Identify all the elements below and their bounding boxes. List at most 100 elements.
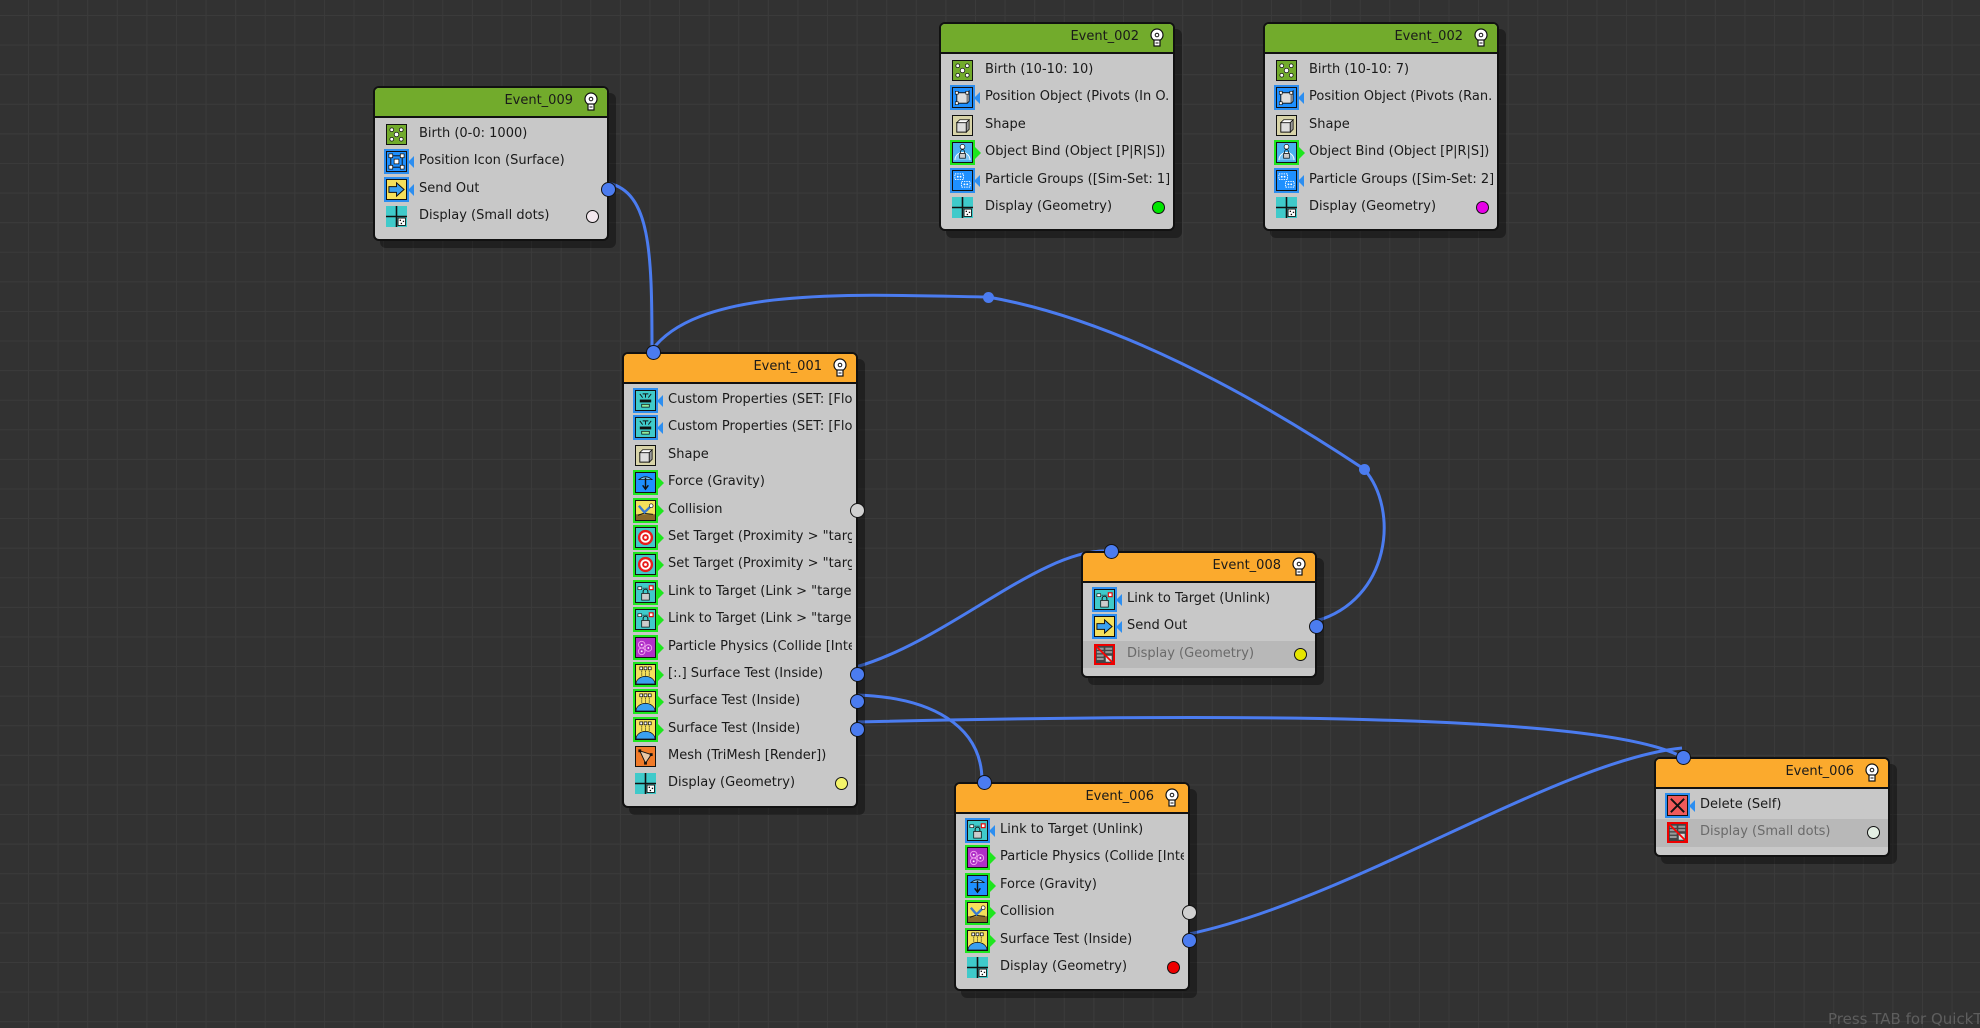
operator-row[interactable]: [:.] Surface Test (Inside) <box>624 661 865 688</box>
output-socket[interactable] <box>850 721 865 737</box>
wire-event009-to-event001[interactable] <box>607 181 654 351</box>
operator-label: Particle Groups ([Sim-Set: 1] ) <box>985 171 1169 187</box>
operator-row[interactable]: Send Out <box>1083 613 1324 640</box>
operator-row[interactable]: Send Out <box>375 176 616 203</box>
node-header[interactable]: Event_009 <box>375 88 607 118</box>
output-arrow-icon <box>658 614 664 627</box>
operator-row[interactable]: Shape <box>624 442 856 469</box>
operator-row[interactable]: Mesh (TriMesh [Render]) <box>624 743 856 770</box>
operator-row[interactable]: Link to Target (Link > "targe... <box>624 606 856 633</box>
operator-row[interactable]: Link to Target (Unlink) <box>956 817 1188 844</box>
wire-event001-to-event006b[interactable] <box>855 716 1683 759</box>
display-color-swatch[interactable] <box>835 777 848 791</box>
event-node-event-008[interactable]: Event_008 Link to Target (Unlink) Send O… <box>1081 544 1324 679</box>
lightbulb-icon[interactable] <box>1164 788 1180 808</box>
node-header[interactable]: Event_006 <box>956 784 1188 814</box>
operator-row[interactable]: Particle Physics (Collide [Inte... <box>624 634 856 661</box>
output-arrow-icon <box>658 696 664 709</box>
operator-row[interactable]: Display (Geometry) <box>941 194 1173 221</box>
operator-row[interactable]: Link to Target (Unlink) <box>1083 586 1315 613</box>
operator-label: Display (Geometry) <box>668 775 796 791</box>
wire-event001-to-event008[interactable] <box>855 549 1110 669</box>
operator-row[interactable]: Delete (Self) <box>1656 792 1888 819</box>
operator-row-disabled[interactable]: Display (Geometry) <box>1083 640 1315 669</box>
operator-row[interactable]: Particle Physics (Collide [Inte... <box>956 844 1188 871</box>
event-node-event-009[interactable]: Event_009 Birth (0-0: 1000) Position Ico… <box>373 86 616 241</box>
operator-row[interactable]: Object Bind (Object [P|R|S]) <box>1265 139 1497 166</box>
output-socket[interactable] <box>1182 932 1197 948</box>
operator-row[interactable]: Shape <box>1265 112 1497 139</box>
operator-row[interactable]: Particle Groups ([Sim-Set: 1] ) <box>941 167 1173 194</box>
shape-icon <box>952 114 973 136</box>
operator-label: Mesh (TriMesh [Render]) <box>668 748 827 764</box>
node-header[interactable]: Event_002 <box>1265 24 1497 54</box>
operator-row[interactable]: Set Target (Proximity > "targ... <box>624 524 856 551</box>
display-color-swatch[interactable] <box>1152 200 1165 214</box>
operator-row[interactable]: Position Object (Pivots (In O... <box>941 84 1173 111</box>
operator-row[interactable]: Set Target (Proximity > "targ... <box>624 551 856 578</box>
operator-row[interactable]: Position Object (Pivots (Ran... <box>1265 84 1497 111</box>
operator-row[interactable]: Surface Test (Inside) <box>956 927 1197 954</box>
output-socket[interactable] <box>850 666 865 682</box>
operator-row[interactable]: Force (Gravity) <box>956 872 1188 899</box>
operator-label: Force (Gravity) <box>668 474 765 490</box>
operator-row[interactable]: Birth (0-0: 1000) <box>375 121 607 148</box>
operator-row[interactable]: Display (Geometry) <box>624 770 856 797</box>
operator-row[interactable]: Collision <box>956 899 1197 926</box>
input-socket[interactable] <box>1676 750 1691 765</box>
node-header[interactable]: Event_006 <box>1656 759 1888 789</box>
output-socket[interactable] <box>1309 619 1324 635</box>
operator-row[interactable]: Collision <box>624 497 865 524</box>
wire-event006a-to-event006b[interactable] <box>1188 746 1683 936</box>
operator-row[interactable]: Display (Geometry) <box>1265 194 1497 221</box>
output-socket[interactable] <box>850 694 865 710</box>
output-socket[interactable] <box>601 181 616 197</box>
lightbulb-icon[interactable] <box>1291 557 1307 577</box>
operator-row[interactable]: Custom Properties (SET: [Flo... <box>624 387 856 414</box>
output-socket[interactable] <box>1182 905 1197 921</box>
input-arrow-icon <box>1298 174 1304 187</box>
node-header[interactable]: Event_002 <box>941 24 1173 54</box>
operator-row-disabled[interactable]: Display (Small dots) <box>1656 819 1888 847</box>
lightbulb-icon[interactable] <box>1149 28 1165 48</box>
display-color-swatch[interactable] <box>1867 826 1880 840</box>
event-node-event-006-right[interactable]: Event_006 Delete (Self) Display (Small d… <box>1654 750 1890 857</box>
input-socket[interactable] <box>1104 544 1119 559</box>
lightbulb-icon[interactable] <box>1864 763 1880 783</box>
operator-row[interactable]: Display (Geometry) <box>956 954 1188 981</box>
input-socket[interactable] <box>646 345 661 360</box>
lightbulb-icon[interactable] <box>1473 28 1489 48</box>
operator-row[interactable]: Surface Test (Inside) <box>624 688 865 715</box>
wire-event001-to-event006a[interactable] <box>855 693 984 782</box>
node-header[interactable]: Event_008 <box>1083 553 1315 583</box>
position-object-icon <box>950 85 975 111</box>
operator-row[interactable]: Custom Properties (SET: [Flo... <box>624 414 856 441</box>
lightbulb-icon[interactable] <box>583 92 599 112</box>
operator-row[interactable]: Object Bind (Object [P|R|S]) <box>941 139 1173 166</box>
operator-row[interactable]: Particle Groups ([Sim-Set: 2] ) <box>1265 167 1497 194</box>
event-node-event-002-a[interactable]: Event_002 Birth (10-10: 10) Position Obj… <box>939 22 1175 232</box>
operator-row[interactable]: Force (Gravity) <box>624 469 856 496</box>
display-color-swatch[interactable] <box>1294 647 1307 661</box>
display-color-swatch[interactable] <box>1167 960 1180 974</box>
output-socket[interactable] <box>850 502 865 518</box>
display-color-swatch[interactable] <box>586 210 599 224</box>
operator-row[interactable]: Shape <box>941 112 1173 139</box>
event-node-event-006-bottom[interactable]: Event_006 Link to Target (Unlink) Partic… <box>954 775 1197 992</box>
node-header[interactable]: Event_001 <box>624 354 856 384</box>
event-node-event-001[interactable]: Event_001 Custom Properties (SET: [Flo..… <box>622 345 865 808</box>
input-arrow-icon <box>657 395 663 407</box>
operator-row[interactable]: Position Icon (Surface) <box>375 148 607 175</box>
operator-row[interactable]: Birth (10-10: 10) <box>941 57 1173 84</box>
object-bind-icon <box>1274 140 1299 166</box>
wire-midpoint-handle[interactable] <box>983 292 994 303</box>
input-socket[interactable] <box>977 775 992 790</box>
wire-midpoint-handle[interactable] <box>1359 464 1370 475</box>
operator-row[interactable]: Birth (10-10: 7) <box>1265 57 1497 84</box>
display-color-swatch[interactable] <box>1476 200 1489 214</box>
operator-row[interactable]: Link to Target (Link > "targe... <box>624 579 856 606</box>
lightbulb-icon[interactable] <box>832 358 848 378</box>
event-node-event-002-b[interactable]: Event_002 Birth (10-10: 7) Position Obje… <box>1263 22 1499 232</box>
operator-row[interactable]: Surface Test (Inside) <box>624 716 865 743</box>
operator-row[interactable]: Display (Small dots) <box>375 203 607 230</box>
